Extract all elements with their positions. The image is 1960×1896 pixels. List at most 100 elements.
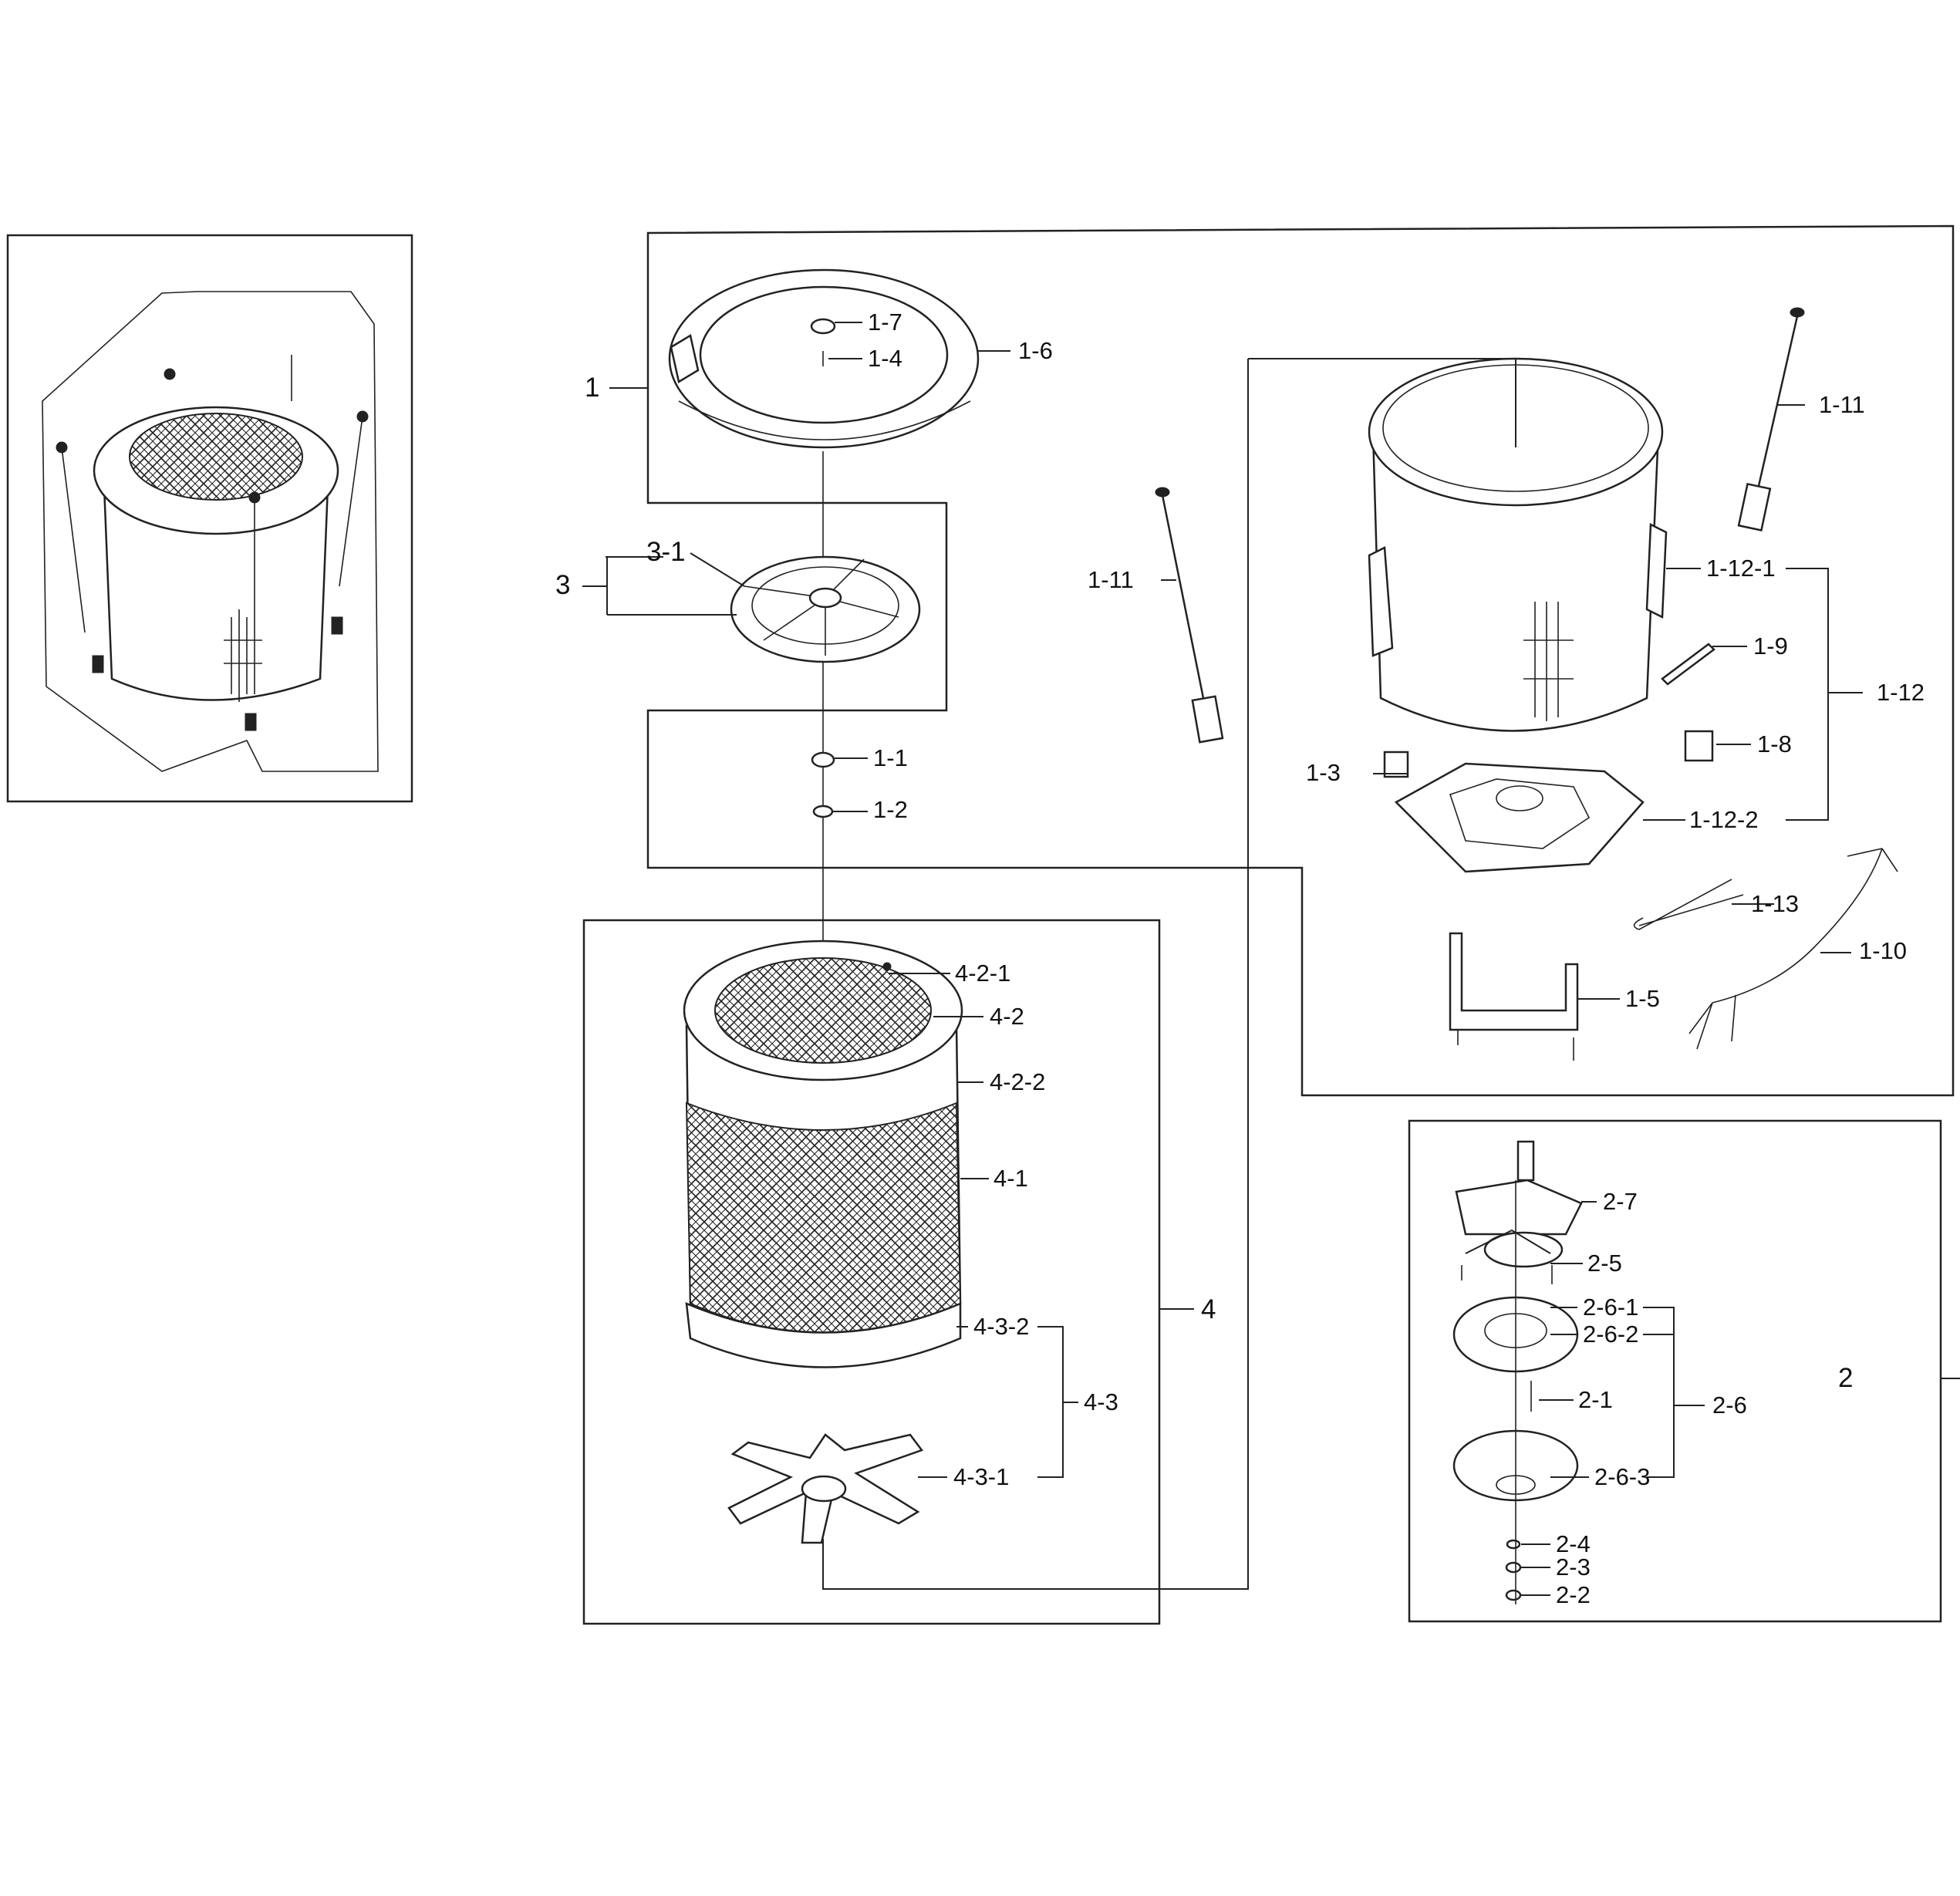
tub-base-plate — [1394, 762, 1645, 873]
label-4-2-1: 4-2-1 — [955, 960, 1010, 987]
label-2-6: 2-6 — [1712, 1392, 1747, 1419]
bearing-housing-2-7 — [1455, 1179, 1583, 1236]
rod-right-cap — [1790, 307, 1805, 318]
basket-base-ring — [685, 1302, 962, 1368]
overview-rod-cap-1 — [56, 441, 68, 454]
label-4-2-2: 4-2-2 — [990, 1068, 1045, 1095]
outer-tub-bracket-left — [1368, 546, 1394, 657]
washer-2-3 — [1505, 1561, 1522, 1574]
label-1-12: 1-12 — [1877, 679, 1925, 706]
rod-right-spring — [1737, 482, 1772, 531]
label-1-13: 1-13 — [1751, 890, 1799, 917]
washer-2-4 — [1506, 1539, 1521, 1550]
label-2-6-3: 2-6-3 — [1594, 1463, 1650, 1490]
label-3-1: 3-1 — [646, 537, 686, 567]
label-1-5: 1-5 — [1625, 985, 1660, 1012]
overview-fins — [224, 609, 262, 702]
label-1-8: 1-8 — [1757, 730, 1792, 757]
rod-left-spring — [1191, 695, 1224, 744]
label-2-4: 2-4 — [1556, 1530, 1591, 1557]
part-1-10-harness — [1688, 848, 1898, 1050]
leader-3-1 — [690, 552, 745, 587]
overview-inset — [6, 234, 413, 803]
suspension-rod-right — [1737, 307, 1805, 531]
label-2-6-1: 2-6-1 — [1583, 1294, 1638, 1321]
leader-tub — [1248, 358, 1516, 447]
washer-1-2 — [812, 805, 834, 818]
label-1-12-2: 1-12-2 — [1689, 806, 1759, 833]
part-1-3 — [1383, 751, 1409, 778]
overview-rod-cap-3 — [356, 410, 369, 423]
leader-4-3-bracket — [1037, 1326, 1078, 1478]
overview-tub-body — [103, 484, 329, 701]
label-4-3-2: 4-3-2 — [973, 1313, 1029, 1340]
motor-assembly — [1452, 1140, 1583, 1604]
motor-shaft — [1516, 1140, 1535, 1182]
part-1-13 — [1633, 879, 1744, 930]
label-4-3-1: 4-3-1 — [953, 1463, 1009, 1490]
pulsator-blades — [744, 558, 899, 656]
callout-labels: 1 1-7 1-4 1-6 1-1 1-2 1-3 1-5 1-8 1-9 1-… — [555, 309, 1925, 1608]
overview-basket-mesh — [129, 413, 303, 501]
suspension-rod-left — [1155, 487, 1224, 744]
balancer-cap-4-2-1 — [882, 962, 892, 971]
label-1-7: 1-7 — [868, 309, 902, 336]
label-3: 3 — [555, 570, 570, 600]
overview-rod-1 — [61, 447, 86, 633]
label-2-3: 2-3 — [1556, 1554, 1591, 1581]
group-2-frame — [1408, 1119, 1942, 1623]
outer-tub-fins — [1523, 602, 1574, 721]
leader-2-6-bracket — [1643, 1307, 1705, 1478]
overview-rod-cap-2 — [164, 368, 176, 380]
cover-cap-1-7 — [810, 318, 836, 335]
tub-cover — [668, 268, 980, 449]
label-1-4: 1-4 — [868, 345, 902, 372]
part-1-8 — [1684, 730, 1714, 762]
label-1-11-right: 1-11 — [1819, 391, 1865, 418]
outer-tub — [1368, 357, 1668, 732]
outer-tub-bracket-right — [1645, 523, 1668, 619]
tub-cover-hinge-left — [670, 334, 700, 383]
leader-lines — [582, 322, 1960, 1596]
group-1-frame — [646, 224, 1955, 1097]
label-2-1: 2-1 — [1578, 1386, 1613, 1413]
label-1-6: 1-6 — [1018, 337, 1053, 364]
label-4-1: 4-1 — [993, 1165, 1028, 1192]
label-1-10: 1-10 — [1859, 937, 1907, 964]
label-2: 2 — [1838, 1363, 1853, 1393]
group-4-frame — [582, 919, 1161, 1625]
label-1: 1 — [585, 373, 599, 403]
label-1-9: 1-9 — [1753, 633, 1788, 660]
label-1-12-1: 1-12-1 — [1706, 555, 1776, 582]
label-1-11-left: 1-11 — [1088, 566, 1134, 593]
label-2-7: 2-7 — [1603, 1188, 1638, 1215]
overview-foot-3 — [331, 616, 343, 635]
tub-cover-inner — [699, 285, 949, 424]
label-4: 4 — [1201, 1294, 1216, 1324]
overview-foot-1 — [92, 655, 104, 673]
part-1-9 — [1661, 643, 1715, 686]
outer-tub-body — [1371, 430, 1660, 732]
pulsator — [730, 555, 921, 663]
label-2-6-2: 2-6-2 — [1583, 1321, 1638, 1348]
tub-link-line — [822, 359, 1249, 1590]
nut-1-1 — [811, 751, 835, 768]
hub-spider-center — [801, 1475, 847, 1503]
overview-rod-2 — [339, 416, 363, 587]
label-2-5: 2-5 — [1587, 1250, 1622, 1277]
pulsator-hub — [808, 587, 842, 609]
label-1-2: 1-2 — [873, 796, 908, 823]
basket-balancer-inner — [714, 957, 932, 1064]
base-plate-inner — [1449, 778, 1591, 849]
label-1-1: 1-1 — [873, 744, 908, 771]
tub-cover-rim — [678, 400, 971, 440]
basket-mesh — [685, 1102, 962, 1334]
hub-spider — [727, 1433, 924, 1544]
overview-rod-cap-4 — [248, 491, 261, 504]
leader-3-bracket — [582, 556, 737, 616]
overview-foot-2 — [245, 713, 257, 731]
label-4-2: 4-2 — [990, 1003, 1024, 1030]
label-1-3: 1-3 — [1306, 759, 1341, 786]
nut-2-2 — [1505, 1589, 1522, 1601]
